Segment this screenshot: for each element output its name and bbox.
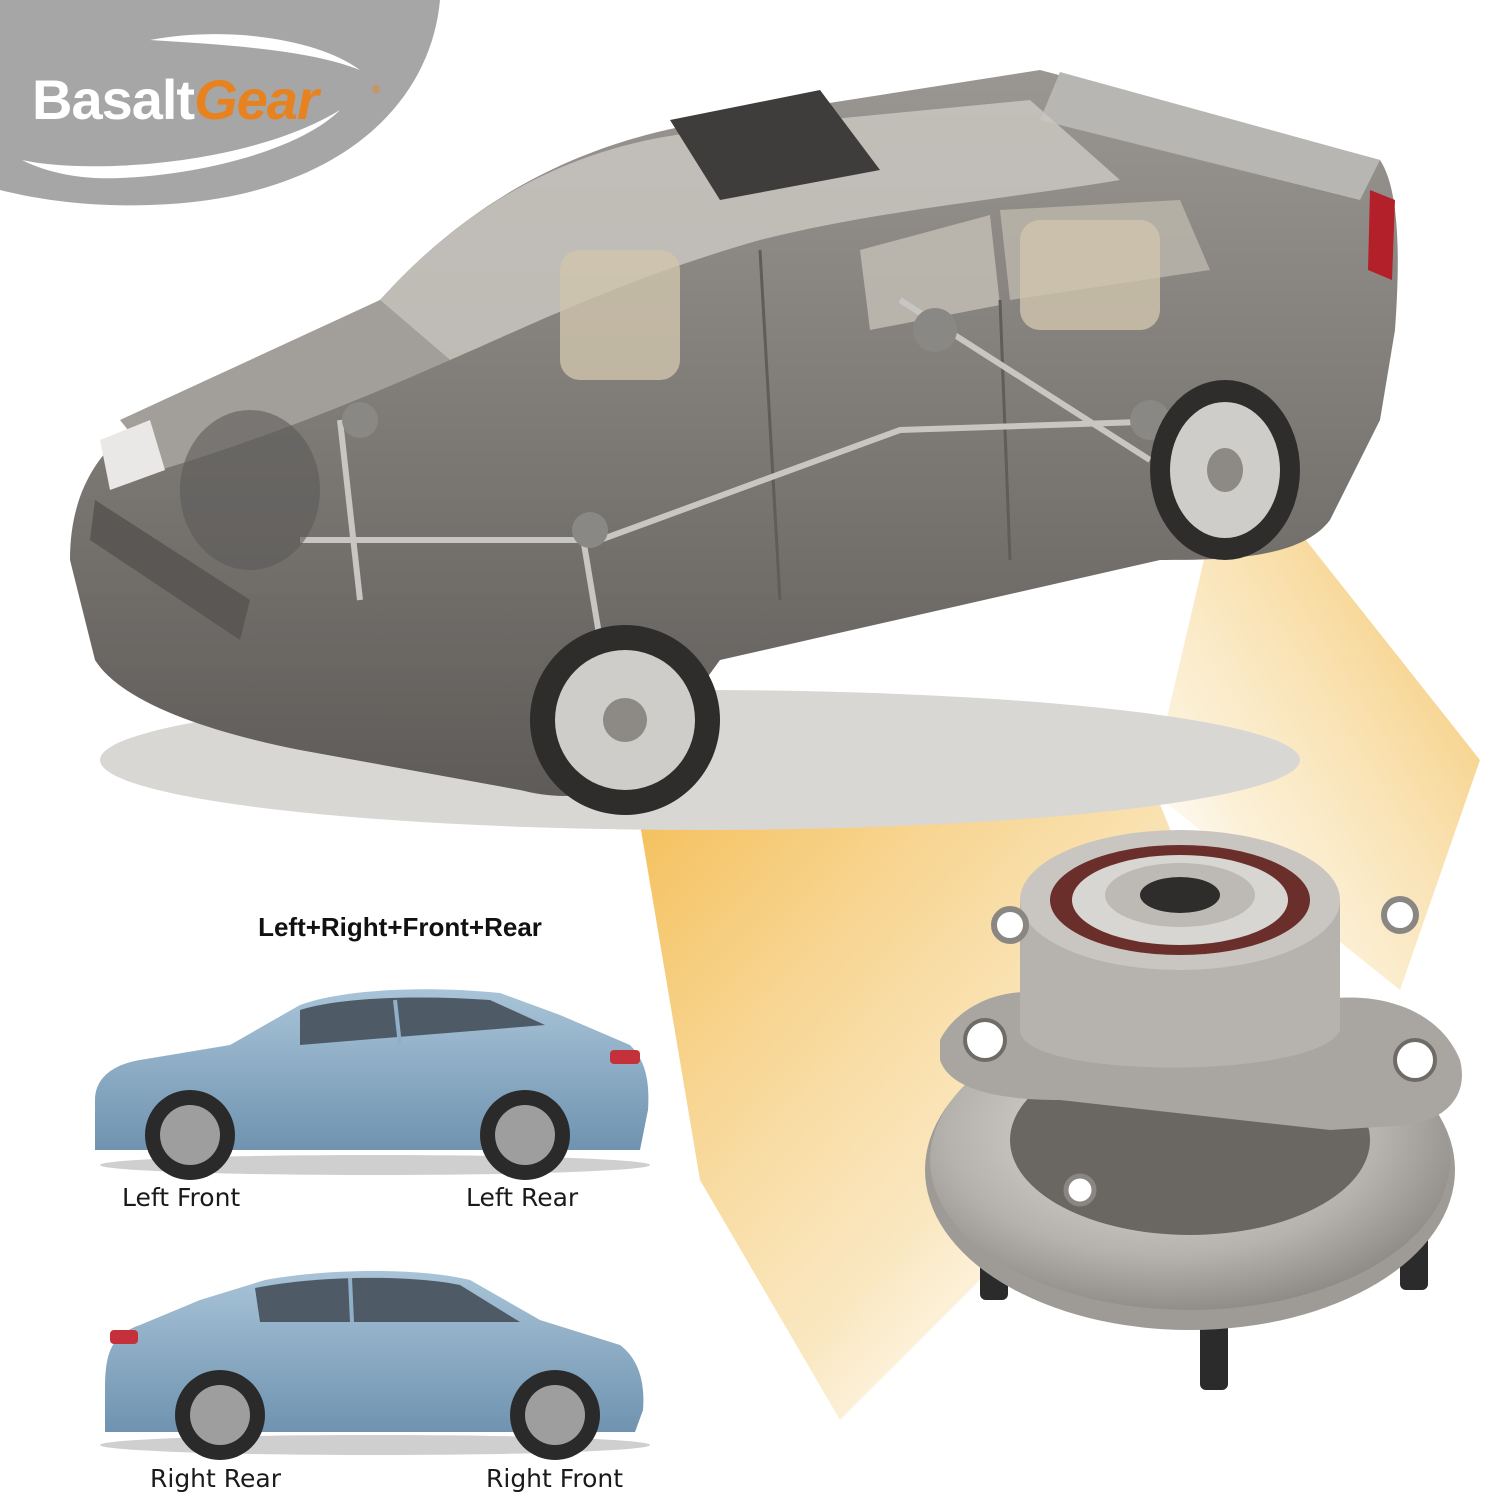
label-right-front: Right Front <box>486 1464 624 1493</box>
brand-logo: BasaltGear <box>32 72 319 128</box>
cutaway-sedan-icon <box>70 70 1398 830</box>
fitment-title: Left+Right+Front+Rear <box>258 912 542 942</box>
blue-sedan-icon <box>100 1271 650 1460</box>
brand-name-part2: Gear <box>194 68 319 131</box>
brand-name-part1: Basalt <box>32 68 195 131</box>
registered-mark: ® <box>372 84 381 96</box>
label-left-rear: Left Rear <box>466 1183 579 1212</box>
logo-badge <box>0 0 440 206</box>
logo-swoosh-icon <box>22 110 340 179</box>
label-right-rear: Right Rear <box>150 1464 282 1493</box>
blue-sedan-icon <box>95 989 650 1180</box>
label-left-front: Left Front <box>122 1183 241 1212</box>
wheel-hub-bearing-icon <box>925 830 1462 1390</box>
